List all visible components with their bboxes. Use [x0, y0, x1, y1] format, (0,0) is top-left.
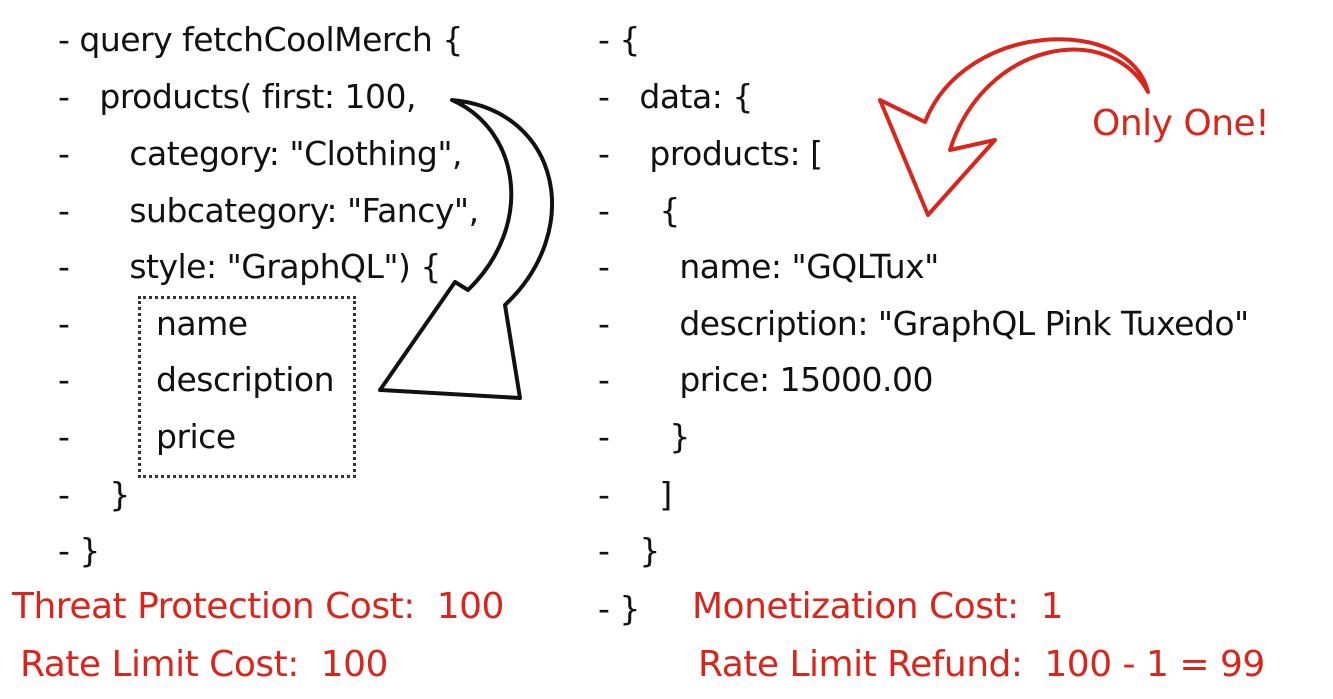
response-line-1: - {	[598, 20, 640, 59]
response-line-11: - }	[598, 589, 640, 628]
monetization-cost: Monetization Cost: 1	[692, 586, 1063, 627]
query-line-5: - style: "GraphQL") {	[58, 247, 441, 286]
response-line-5: - name: "GQLTux"	[598, 247, 939, 286]
query-line-4: - subcategory: "Fancy",	[58, 191, 479, 230]
query-line-9: - }	[58, 475, 130, 514]
query-line-7: -	[58, 360, 70, 399]
field-name: name	[156, 304, 248, 343]
field-description: description	[156, 360, 334, 399]
query-line-6: -	[58, 304, 70, 343]
only-one-label: Only One!	[1092, 103, 1270, 144]
response-line-8: - }	[598, 417, 690, 456]
response-line-3: - products: [	[598, 134, 823, 173]
threat-protection-cost: Threat Protection Cost: 100	[12, 586, 504, 627]
query-line-10: - }	[58, 531, 100, 570]
query-line-1: - query fetchCoolMerch {	[58, 20, 463, 59]
rate-limit-cost: Rate Limit Cost: 100	[20, 644, 388, 685]
query-line-8: -	[58, 417, 70, 456]
response-line-10: - }	[598, 531, 660, 570]
field-selection-box	[138, 296, 356, 478]
query-line-3: - category: "Clothing",	[58, 134, 463, 173]
field-price: price	[156, 417, 236, 456]
query-line-2: - products( first: 100,	[58, 77, 416, 116]
response-line-7: - price: 15000.00	[598, 360, 934, 399]
response-line-4: - {	[598, 191, 680, 230]
rate-limit-refund: Rate Limit Refund: 100 - 1 = 99	[698, 644, 1265, 685]
response-line-2: - data: {	[598, 77, 753, 116]
response-line-9: - ]	[598, 475, 672, 514]
response-line-6: - description: "GraphQL Pink Tuxedo"	[598, 304, 1249, 343]
